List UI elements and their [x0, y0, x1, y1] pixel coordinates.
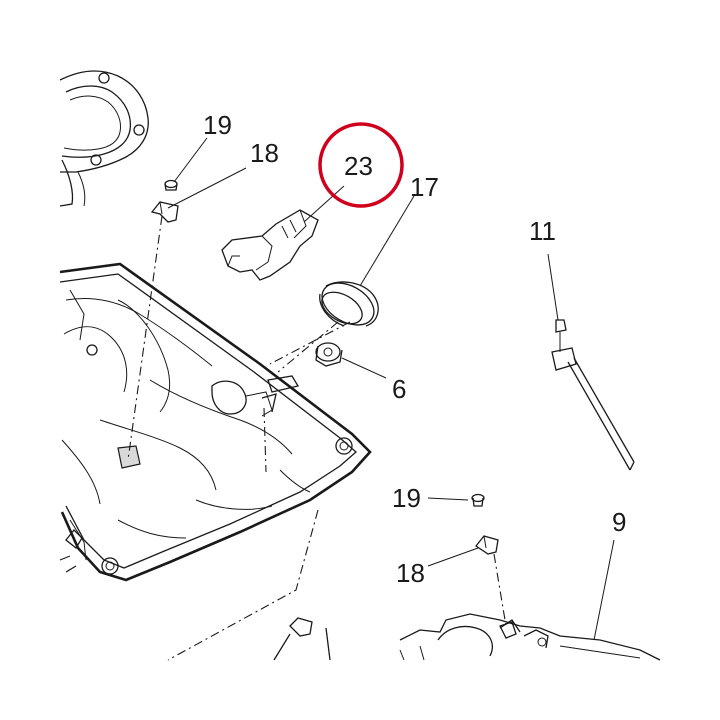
- lower-clip-drawing: [273, 617, 331, 661]
- label-part-17: 17: [410, 172, 439, 202]
- part-18-bottom-clip-drawing: [475, 535, 499, 555]
- part-18-top-clip-drawing: [150, 201, 179, 223]
- label-part-19-top: 19: [203, 110, 232, 140]
- part-19-bottom-screw-drawing: [471, 493, 485, 507]
- gasket-flange-drawing: [59, 70, 149, 207]
- part-9-housing-drawing: [399, 613, 661, 661]
- housing-drawing: [59, 262, 372, 582]
- part-11-cable-tie-drawing: [551, 319, 635, 471]
- label-part-6: 6: [392, 374, 406, 404]
- label-part-18-top: 18: [250, 138, 279, 168]
- assembly-lines: [127, 215, 507, 661]
- label-part-11: 11: [529, 216, 556, 246]
- part-17-grommet-drawing: [319, 281, 379, 327]
- part-6-fitting-drawing: [315, 342, 343, 367]
- label-part-9: 9: [612, 507, 626, 537]
- part-19-top-screw-drawing: [164, 179, 178, 191]
- label-part-19-bottom: 19: [392, 483, 421, 513]
- part-23-bracket-drawing: [221, 209, 319, 281]
- label-part-23: 23: [344, 151, 373, 181]
- leader-lines: [167, 137, 615, 641]
- part-23-highlight-circle: [318, 122, 404, 208]
- label-part-18-bottom: 18: [396, 558, 425, 588]
